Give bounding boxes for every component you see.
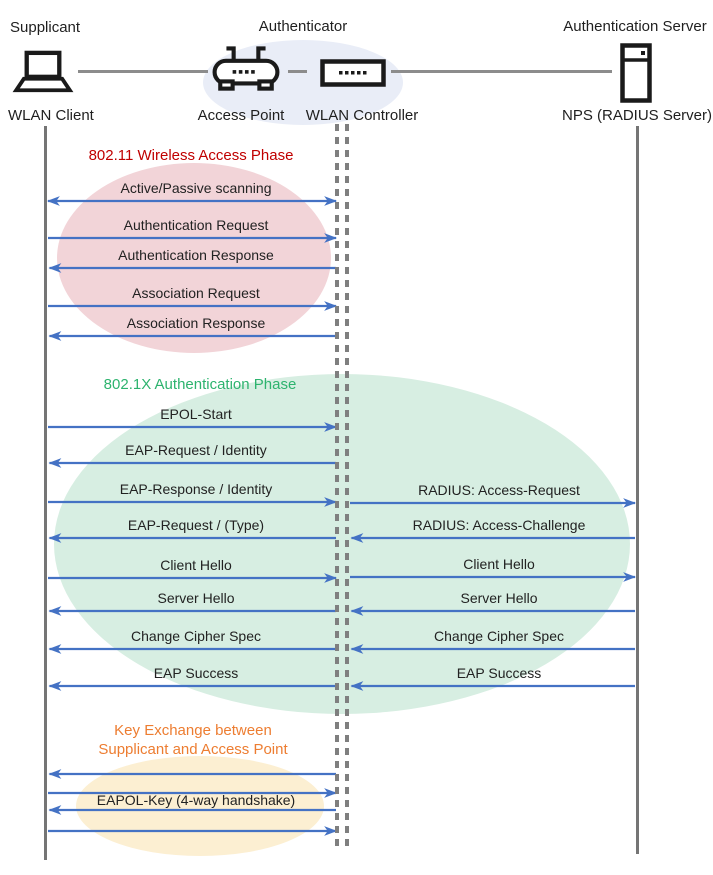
lifeline-wlan-controller (345, 124, 349, 852)
access-point-icon (212, 46, 280, 91)
message-label: EAPOL-Key (4-way handshake) (96, 792, 296, 808)
message-label: RADIUS: Access-Challenge (412, 517, 586, 533)
device-wlan-controller: WLAN Controller (305, 107, 419, 124)
phase-title-2: 802.1X Authentication Phase (103, 376, 297, 393)
device-wlan-client: WLAN Client (8, 107, 94, 124)
connector-line (78, 70, 208, 73)
lifeline-radius-server (636, 126, 639, 854)
device-access-point: Access Point (197, 107, 285, 124)
lifeline-wlan-client (44, 126, 47, 860)
message-label: Server Hello (157, 590, 235, 606)
message-label: Client Hello (463, 556, 535, 572)
phase-ellipse-1 (57, 163, 331, 353)
connector-line (391, 70, 612, 73)
connector-line (288, 70, 307, 73)
role-authentication-server: Authentication Server (563, 18, 707, 35)
role-supplicant: Supplicant (10, 19, 81, 36)
phase-title-1: 802.11 Wireless Access Phase (88, 147, 294, 164)
message-label: EAP Success (456, 665, 542, 681)
message-label: Change Cipher Spec (131, 628, 261, 644)
message-label: EPOL-Start (160, 406, 232, 422)
laptop-icon (12, 50, 74, 93)
message-label: Active/Passive scanning (120, 180, 272, 196)
lifeline-access-point (335, 124, 339, 852)
message-label: EAP-Response / Identity (119, 481, 273, 497)
phase-ellipse-3 (76, 756, 324, 856)
message-label: Change Cipher Spec (434, 628, 564, 644)
message-label: Association Request (132, 285, 260, 301)
wlan-controller-icon (320, 59, 386, 87)
message-label: RADIUS: Access-Request (418, 482, 580, 498)
server-icon (620, 43, 652, 103)
message-label: EAP Success (153, 665, 239, 681)
message-label: Client Hello (160, 557, 232, 573)
device-nps-radius-server: NPS (RADIUS Server) (561, 107, 713, 124)
message-label: Association Response (126, 315, 266, 331)
phase-title-3: Key Exchange between Supplicant and Acce… (98, 722, 288, 758)
message-label: Authentication Request (123, 217, 269, 233)
message-label: EAP-Request / Identity (125, 442, 267, 458)
message-label: EAP-Request / (Type) (127, 517, 265, 533)
phase-ellipse-2 (54, 374, 630, 714)
message-label: Authentication Response (118, 247, 274, 263)
role-authenticator: Authenticator (258, 18, 348, 35)
message-label: Server Hello (460, 590, 538, 606)
